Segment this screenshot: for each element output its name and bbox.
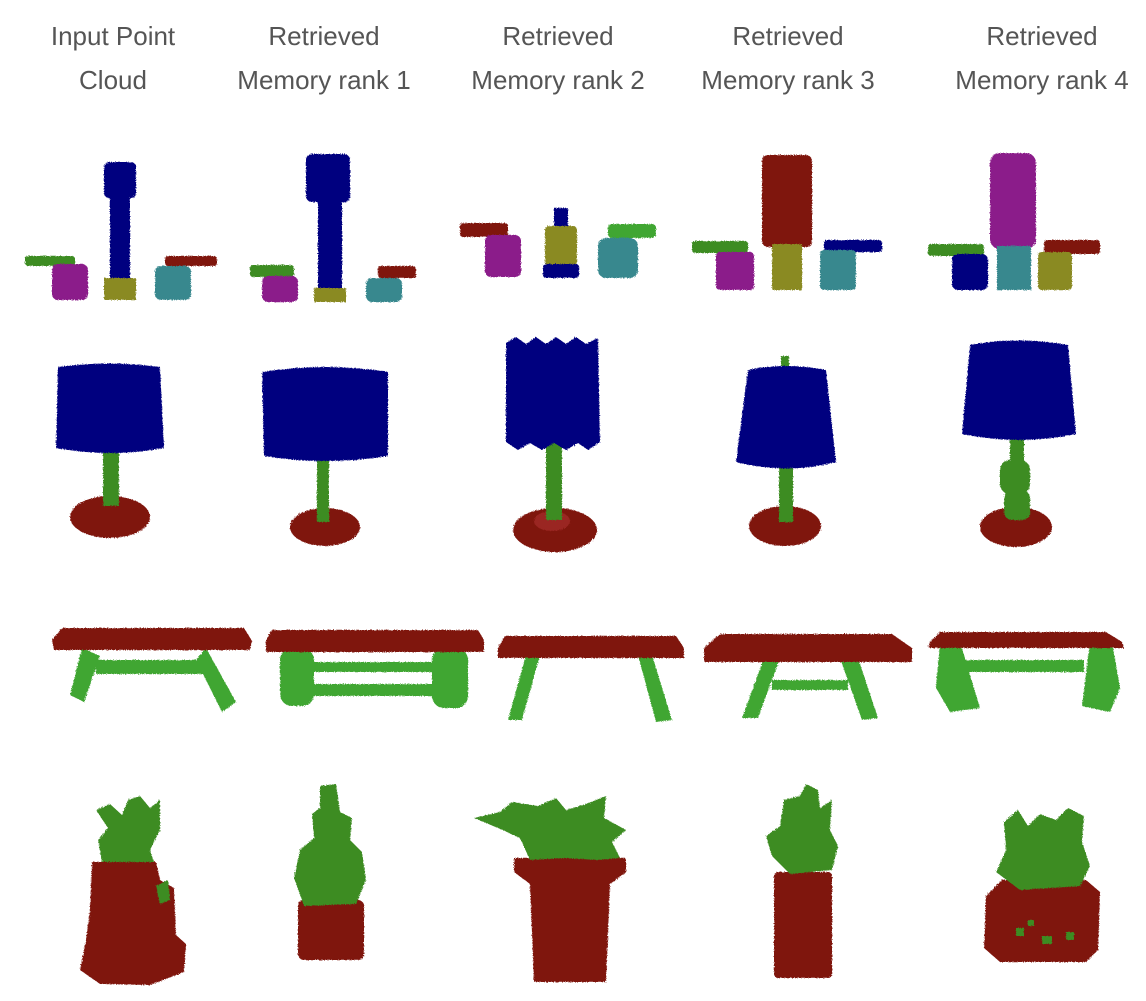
input-table — [52, 628, 252, 712]
header-memory-rank-1: Retrieved Memory rank 1 — [209, 14, 439, 102]
input-lamp — [56, 363, 164, 538]
header-line-2: Memory rank 2 — [471, 65, 645, 95]
rank-4-faucet-set — [928, 153, 1100, 290]
rank-3-faucet-set — [692, 155, 882, 290]
row-lamp — [56, 337, 1076, 552]
rank-4-table — [928, 632, 1124, 712]
row-faucet-set — [25, 153, 1100, 302]
header-line-1: Input Point — [50, 21, 176, 51]
row-table — [52, 628, 1124, 722]
header-line-2: Memory rank 4 — [955, 65, 1129, 95]
rank-1-lamp — [262, 367, 388, 546]
rank-3-lamp — [736, 356, 836, 546]
row-potted-plant — [80, 784, 1100, 985]
header-line-2: Memory rank 1 — [237, 65, 411, 95]
rank-1-table — [266, 630, 484, 708]
rank-2-faucet-set — [460, 208, 656, 278]
rank-3-table — [704, 634, 912, 720]
header-input-point-cloud: Input Point Cloud — [0, 14, 228, 102]
header-line-1: Retrieved — [502, 21, 614, 51]
rank-3-plant — [766, 784, 838, 978]
header-line-1: Retrieved — [986, 21, 1098, 51]
header-memory-rank-2: Retrieved Memory rank 2 — [443, 14, 673, 102]
rank-2-table — [498, 636, 684, 722]
rank-1-plant — [294, 784, 366, 960]
header-memory-rank-3: Retrieved Memory rank 3 — [673, 14, 903, 102]
rank-4-lamp — [962, 340, 1076, 547]
header-line-2: Memory rank 3 — [701, 65, 875, 95]
input-faucet-set — [25, 162, 217, 300]
rank-2-lamp — [506, 337, 600, 552]
rank-1-faucet-set — [250, 154, 416, 302]
header-line-1: Retrieved — [732, 21, 844, 51]
header-line-1: Retrieved — [268, 21, 380, 51]
rank-4-plant — [984, 808, 1100, 962]
input-plant — [80, 796, 186, 985]
rank-2-plant — [474, 796, 626, 982]
header-memory-rank-4: Retrieved Memory rank 4 — [927, 14, 1146, 102]
header-line-2: Cloud — [79, 65, 147, 95]
